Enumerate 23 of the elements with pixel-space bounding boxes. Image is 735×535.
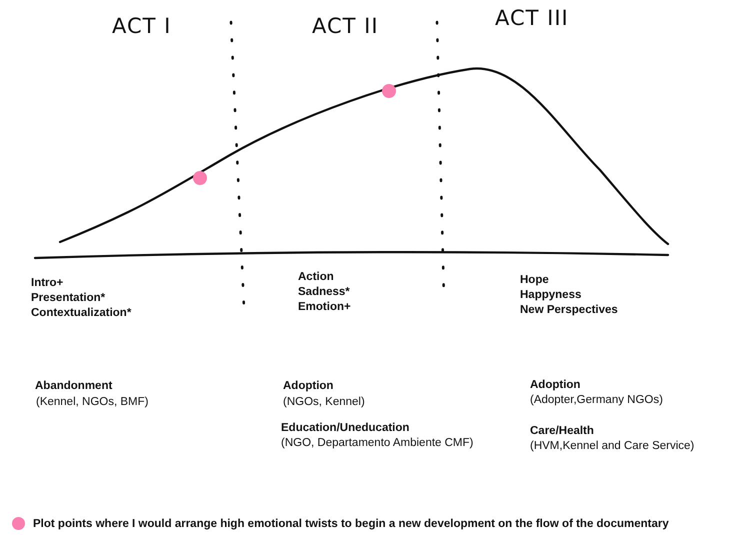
legend-text: Plot points where I would arrange high emotional twists to begin a new development on the flow of the documentary: [33, 518, 669, 530]
column-label: Contextualization*: [31, 306, 132, 320]
column-label: Action: [298, 270, 334, 284]
column-label: Emotion+: [298, 300, 351, 314]
act-heading: ACT II: [312, 14, 379, 38]
column-label: Adoption: [283, 379, 334, 393]
column-label: Adoption: [530, 378, 580, 392]
act-heading: ACT III: [495, 6, 569, 30]
note-text: (Adopter,Germany NGOs): [530, 393, 663, 407]
note-text: (NGOs, Kennel): [283, 395, 365, 409]
column-label: Care/Health: [530, 424, 594, 438]
act-heading: ACT I: [112, 14, 172, 38]
note-text: (Kennel, NGOs, BMF): [36, 395, 148, 409]
column-label: Education/Uneducation: [281, 421, 410, 435]
column-label: Abandonment: [35, 379, 112, 393]
column-label: Intro+: [31, 276, 64, 290]
column-label: Hope: [520, 273, 549, 287]
column-label: New Perspectives: [520, 303, 618, 317]
column-label: Sadness*: [298, 285, 350, 299]
note-text: (NGO, Departamento Ambiente CMF): [281, 436, 474, 450]
note-text: (HVM,Kennel and Care Service): [530, 439, 694, 453]
column-label: Happyness: [520, 288, 582, 302]
column-label: Presentation*: [31, 291, 106, 305]
